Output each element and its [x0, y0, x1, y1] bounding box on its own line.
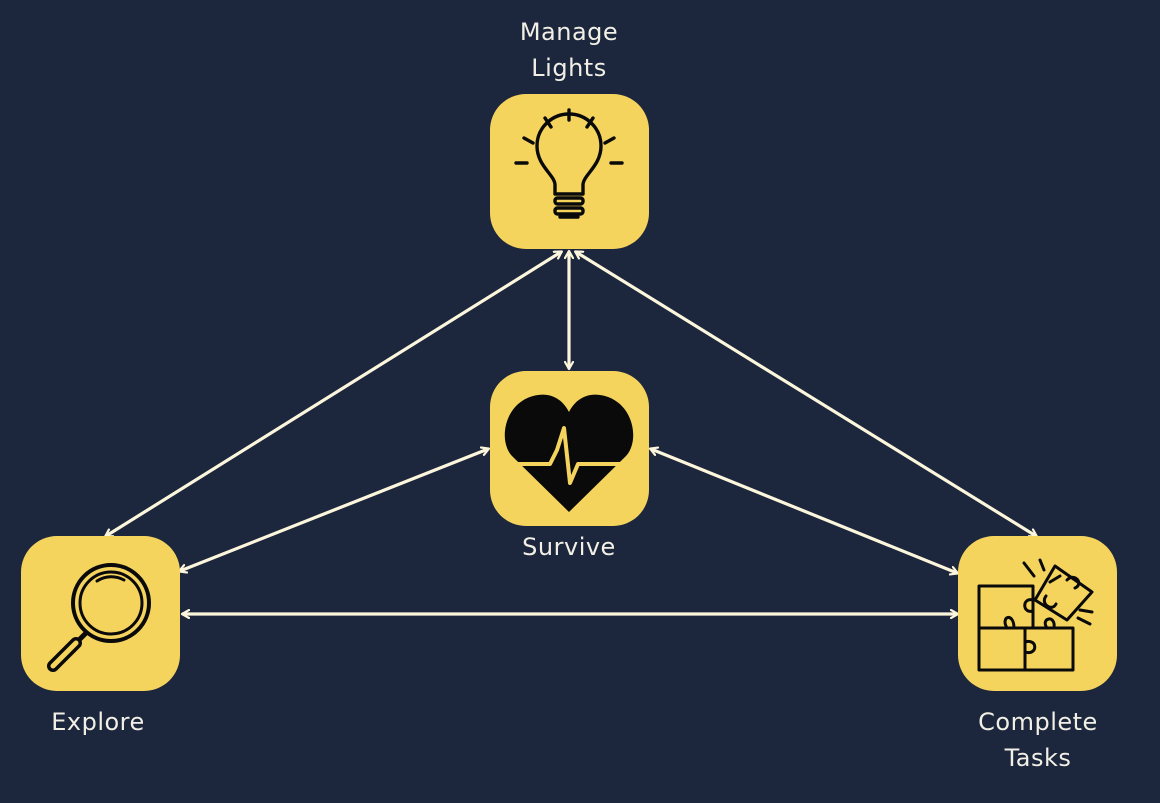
label-explore: Explore — [8, 704, 188, 740]
label-manage-lights-line-1: Manage — [519, 18, 619, 46]
label-complete-tasks-line-2: Tasks — [1004, 744, 1072, 772]
label-survive-line-1: Survive — [522, 533, 616, 561]
arrow-survive-explore — [180, 449, 488, 571]
node-manage-lights — [490, 94, 649, 249]
puzzle-pieces-icon — [977, 558, 1094, 672]
node-explore — [21, 536, 180, 691]
label-manage-lights-line-2: Lights — [531, 54, 607, 82]
label-complete-tasks-line-1: Complete — [978, 708, 1098, 736]
label-complete-tasks: Complete Tasks — [938, 704, 1138, 776]
arrow-survive-tasks — [651, 449, 957, 573]
heartbeat-icon — [504, 394, 634, 512]
arrow-lights-tasks — [576, 252, 1036, 536]
label-survive: Survive — [469, 529, 669, 565]
label-manage-lights: Manage Lights — [469, 14, 669, 86]
connectors — [106, 252, 1036, 614]
node-complete-tasks — [958, 536, 1117, 691]
lightbulb-icon — [514, 108, 624, 219]
magnifying-glass-icon — [47, 563, 151, 672]
node-survive — [490, 371, 649, 526]
label-explore-line-1: Explore — [51, 708, 145, 736]
